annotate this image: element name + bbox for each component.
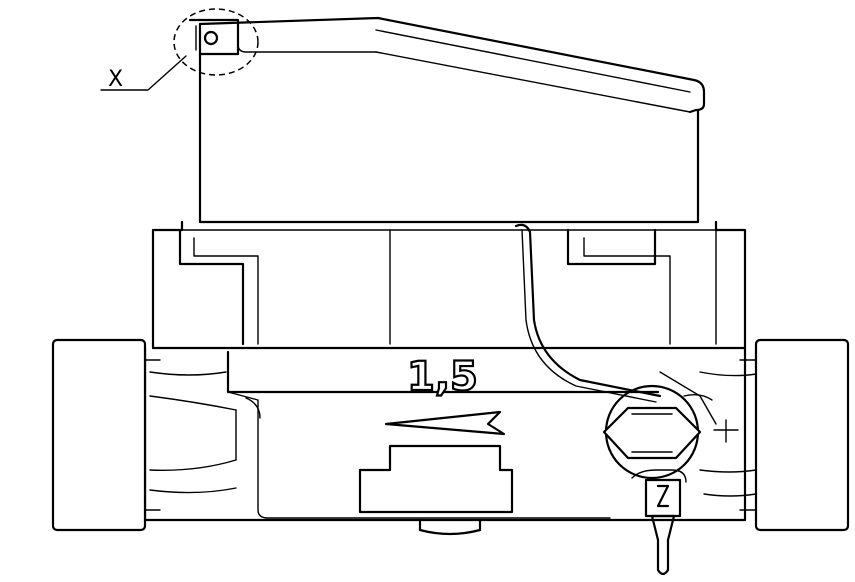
detail-circle bbox=[173, 8, 259, 76]
meter-body bbox=[151, 220, 747, 350]
detail-x-callout: X bbox=[100, 8, 259, 92]
hex-valve bbox=[602, 371, 739, 480]
bottom-plate bbox=[358, 444, 514, 514]
pipe-body bbox=[143, 346, 757, 536]
left-connector bbox=[51, 338, 161, 532]
leader-line bbox=[100, 55, 187, 91]
nominal-flow-marking: 1,5 bbox=[407, 354, 478, 400]
detail-label: X bbox=[108, 67, 123, 92]
seal-tag bbox=[631, 469, 687, 576]
register-housing bbox=[188, 16, 706, 224]
seal-wire bbox=[514, 223, 662, 403]
right-connector bbox=[739, 338, 850, 532]
flow-direction-arrow bbox=[384, 410, 506, 436]
